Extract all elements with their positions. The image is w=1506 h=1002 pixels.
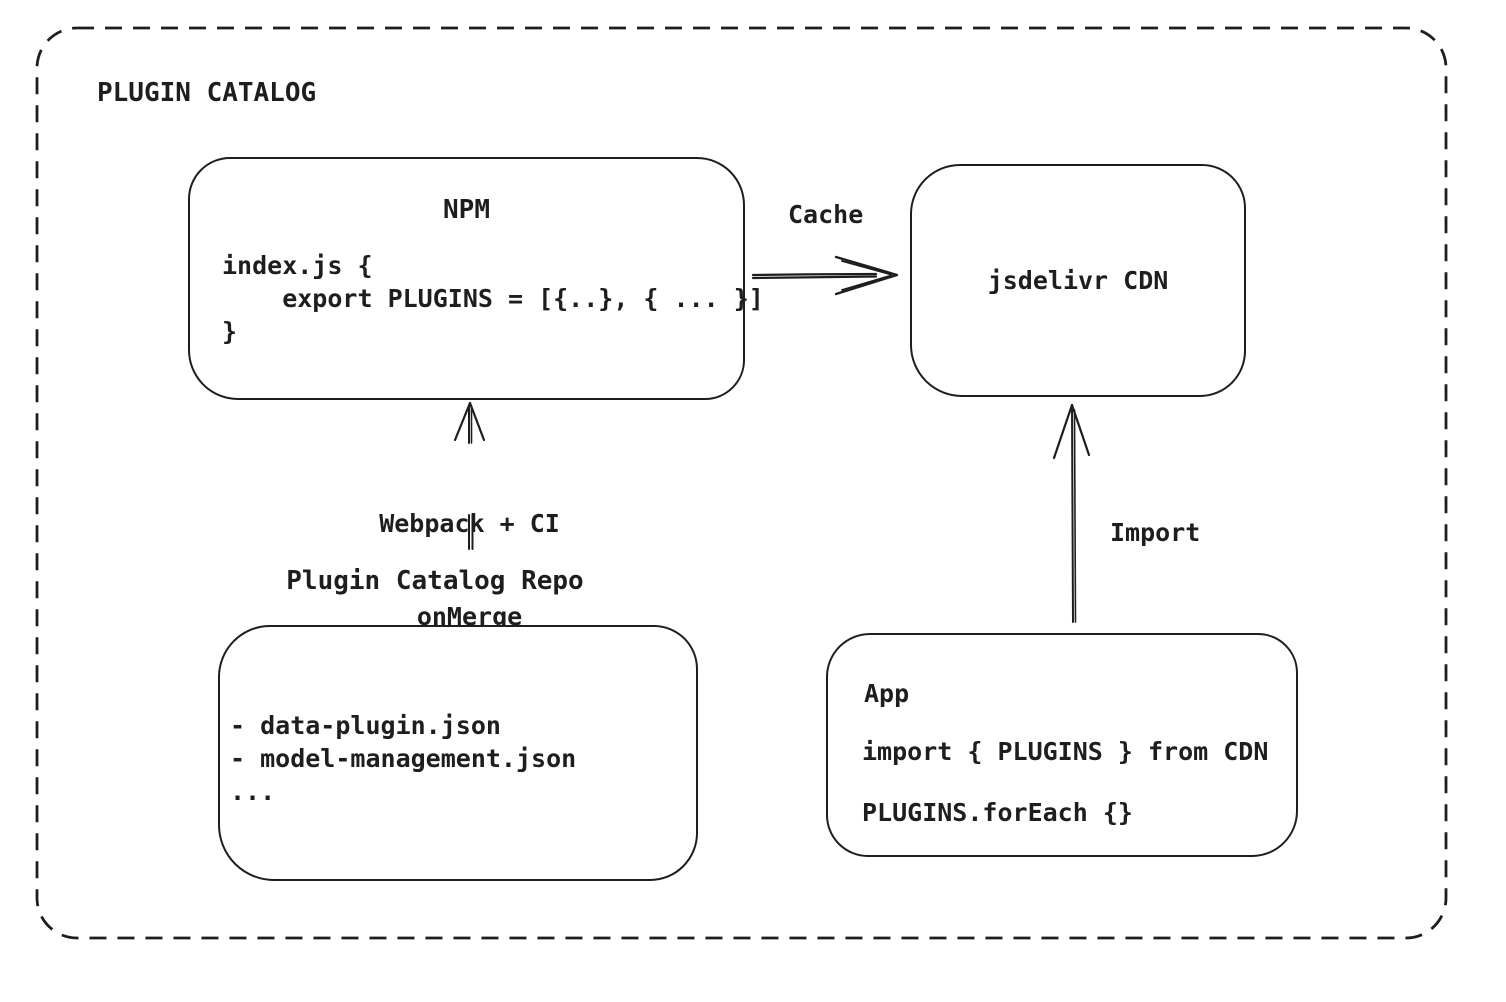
repo-file-item: - data-plugin.json: [230, 711, 501, 740]
repo-label: Plugin Catalog Repo: [286, 566, 584, 596]
npm-code-line: index.js {: [222, 251, 373, 280]
node-plugin-catalog-repo: - data-plugin.json - model-management.js…: [218, 625, 698, 881]
app-title: App: [864, 679, 910, 708]
cache-arrow: [751, 255, 899, 296]
npm-code-block: index.js { export PLUGINS = [{..}, { ...…: [222, 249, 764, 348]
diagram-title: PLUGIN CATALOG: [97, 78, 317, 108]
cdn-label: jsdelivr CDN: [987, 266, 1169, 295]
app-code-line: import { PLUGINS } from CDN: [862, 737, 1269, 766]
repo-file-item: - model-management.json: [230, 744, 577, 773]
import-edge-label: Import: [1110, 518, 1201, 547]
repo-file-item: ...: [230, 777, 276, 806]
npm-code-line: export PLUGINS = [{..}, { ... }]: [222, 284, 764, 313]
npm-code-line: }: [222, 317, 238, 346]
node-npm: NPM index.js { export PLUGINS = [{..}, {…: [188, 157, 764, 400]
build-edge-label-line: Webpack + CI: [379, 509, 560, 538]
node-jsdelivr-cdn: jsdelivr CDN: [910, 164, 1246, 397]
build-arrow: [453, 401, 486, 444]
app-code-line: PLUGINS.forEach {}: [862, 798, 1133, 827]
import-arrow: [1052, 403, 1091, 623]
npm-title: NPM: [443, 195, 490, 225]
build-connector-line: [468, 514, 474, 550]
repo-file-list: - data-plugin.json - model-management.js…: [230, 709, 576, 808]
build-edge-label: Webpack + CI onMerge: [352, 446, 587, 694]
node-app: App import { PLUGINS } from CDN PLUGINS.…: [826, 633, 1298, 857]
cache-edge-label: Cache: [788, 200, 864, 229]
